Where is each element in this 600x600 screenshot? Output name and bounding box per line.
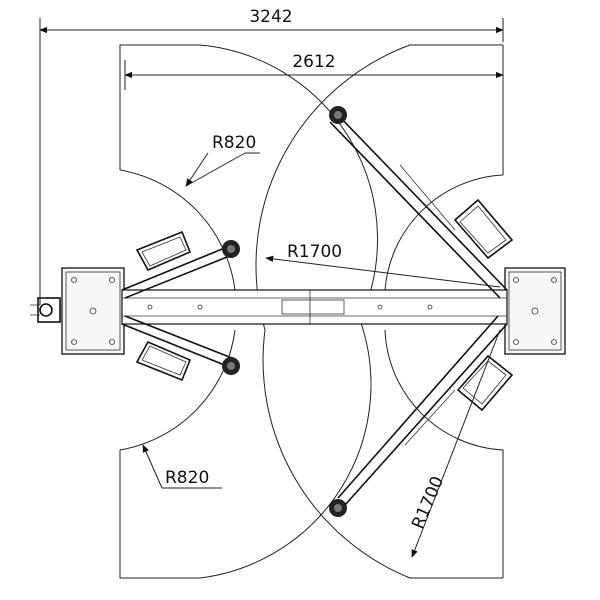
right-post <box>504 267 566 355</box>
short-arm-lower <box>121 315 240 382</box>
short-arm-upper-radius-label: R820 <box>212 133 256 153</box>
hydraulic-cylinder <box>37 297 61 323</box>
long-arm-upper <box>329 106 514 299</box>
overall-width-label: 3242 <box>249 7 292 27</box>
long-arm-center-radius-label: R1700 <box>287 242 342 262</box>
swing-area-top-left-edge <box>119 44 200 170</box>
radius-callout-long-center: R1700 <box>265 242 501 288</box>
radius-callout-long-lower: R1700 <box>408 329 501 558</box>
short-arm-lower-arc <box>119 329 236 451</box>
long-arm-upper-bracket <box>453 198 514 260</box>
long-arm-left-bottom-arc <box>199 319 372 579</box>
long-arm-upper-edge-b <box>329 121 501 299</box>
radius-callout-short-lower: R820 <box>142 444 222 489</box>
short-arm-lower-edge-bottom <box>124 315 233 359</box>
long-arm-lower <box>329 315 514 517</box>
short-arm-upper-edge-top <box>121 244 233 291</box>
long-arm-lower-edge-b <box>337 315 499 499</box>
long-arm-lower-edge-a <box>344 323 508 506</box>
short-arm-upper-edge-bottom <box>124 254 233 299</box>
overall-width-dimension: 3242 <box>39 7 504 305</box>
long-arm-lower-bracket <box>456 354 514 412</box>
inner-width-label: 2612 <box>292 52 335 72</box>
swing-area-bottom-left-edge <box>119 450 200 579</box>
cross-beam <box>121 289 508 325</box>
left-post <box>30 267 125 355</box>
swing-area-top-right-edge <box>384 45 504 291</box>
long-arm-lower-radius-label: R1700 <box>408 473 448 532</box>
short-arm-upper <box>121 230 240 299</box>
long-arm-right-bottom-arc <box>262 329 503 579</box>
long-arm-upper-edge-a <box>334 111 508 291</box>
short-arm-upper-bracket <box>135 230 192 272</box>
short-arm-lower-bracket <box>135 340 192 382</box>
short-arm-lower-edge-top <box>121 323 233 369</box>
inner-width-dimension: 2612 <box>124 52 504 90</box>
long-arm-left-top-arc <box>120 44 379 321</box>
short-arm-lower-radius-label: R820 <box>165 468 209 488</box>
cross-beam-body <box>121 289 508 325</box>
radius-callout-short-upper: R820 <box>185 133 260 187</box>
long-arm-right-top-arc <box>255 44 503 331</box>
short-arm-upper-arc <box>119 169 236 291</box>
